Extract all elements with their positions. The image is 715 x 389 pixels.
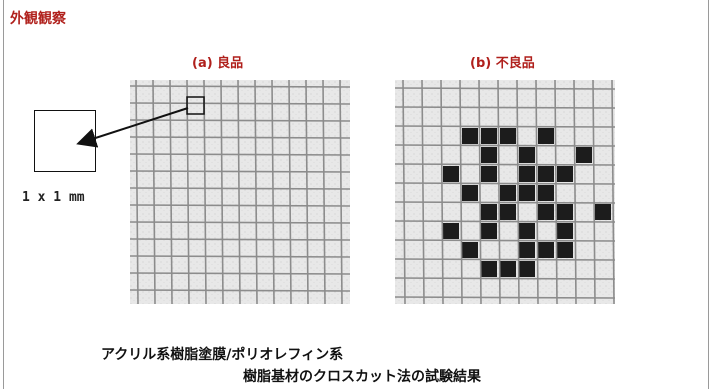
peeled-cell [443,166,459,182]
peeled-cell [519,185,535,201]
peeled-cell [462,242,478,258]
section-title: 外観観察 [10,11,66,27]
defective-sample-photo [395,80,615,304]
right-frame-line [708,0,709,389]
scale-square-icon [34,110,96,172]
peeled-cell [481,147,497,163]
scale-label: 1 x 1 mm [22,190,85,205]
panel-a-label: (a) 良品 [192,56,244,71]
peeled-cell [500,128,516,144]
peeled-cell [443,223,459,239]
peeled-cell [519,166,535,182]
panel-b-label: (b) 不良品 [470,56,535,71]
peeled-cell [557,223,573,239]
peeled-cell [500,185,516,201]
caption-line-2: 樹脂基材のクロスカット法の試験結果 [243,369,481,385]
peeled-cell [481,128,497,144]
peeled-cell [538,185,554,201]
peeled-cell [500,261,516,277]
peeled-cell [481,204,497,220]
peeled-cell [538,166,554,182]
peeled-cell [519,261,535,277]
peeled-cell [519,223,535,239]
peeled-cell [576,147,592,163]
peeled-cell [519,147,535,163]
peeled-cell [462,185,478,201]
peeled-cell [519,242,535,258]
peeled-cell [481,166,497,182]
peeled-cell [557,204,573,220]
peeled-cell [462,128,478,144]
peeled-cell [481,223,497,239]
peeled-cell [500,204,516,220]
good-sample-photo [130,80,350,304]
peeled-cell [557,166,573,182]
peeled-cell [595,204,611,220]
left-frame-line [3,0,4,389]
peeled-cell [557,242,573,258]
peeled-cell [538,128,554,144]
caption-line-1: アクリル系樹脂塗膜/ポリオレフィン系 [101,347,344,363]
peeled-cell [481,261,497,277]
peeled-cell [538,242,554,258]
peeled-cell [538,204,554,220]
